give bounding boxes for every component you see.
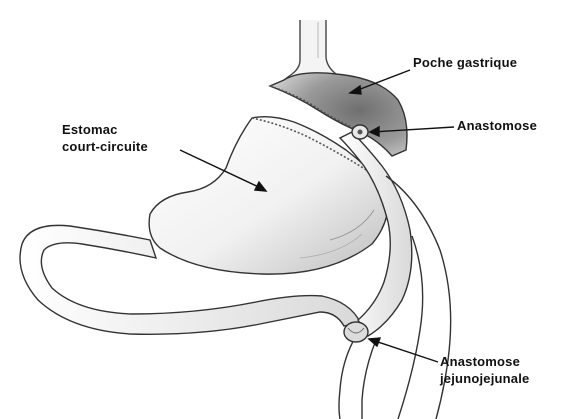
esophagus xyxy=(284,20,336,80)
label-estomac-line2: court-circuite xyxy=(62,138,148,155)
leader-jejuno xyxy=(372,340,438,362)
jejunojejunal-anastomosis-marker xyxy=(344,322,368,342)
label-jejuno-line1: Anastomose xyxy=(440,353,529,370)
label-anastomose-jejunojejunale: Anastomose jejunojejunale xyxy=(440,353,529,387)
gastrojejunal-anastomosis-marker xyxy=(352,125,368,139)
label-anastomose: Anastomose xyxy=(457,117,537,134)
label-estomac-line1: Estomac xyxy=(62,121,148,138)
label-jejuno-line2: jejunojejunale xyxy=(440,370,529,387)
label-poche-gastrique: Poche gastrique xyxy=(413,54,517,71)
label-estomac-court-circuite: Estomac court-circuite xyxy=(62,121,148,155)
